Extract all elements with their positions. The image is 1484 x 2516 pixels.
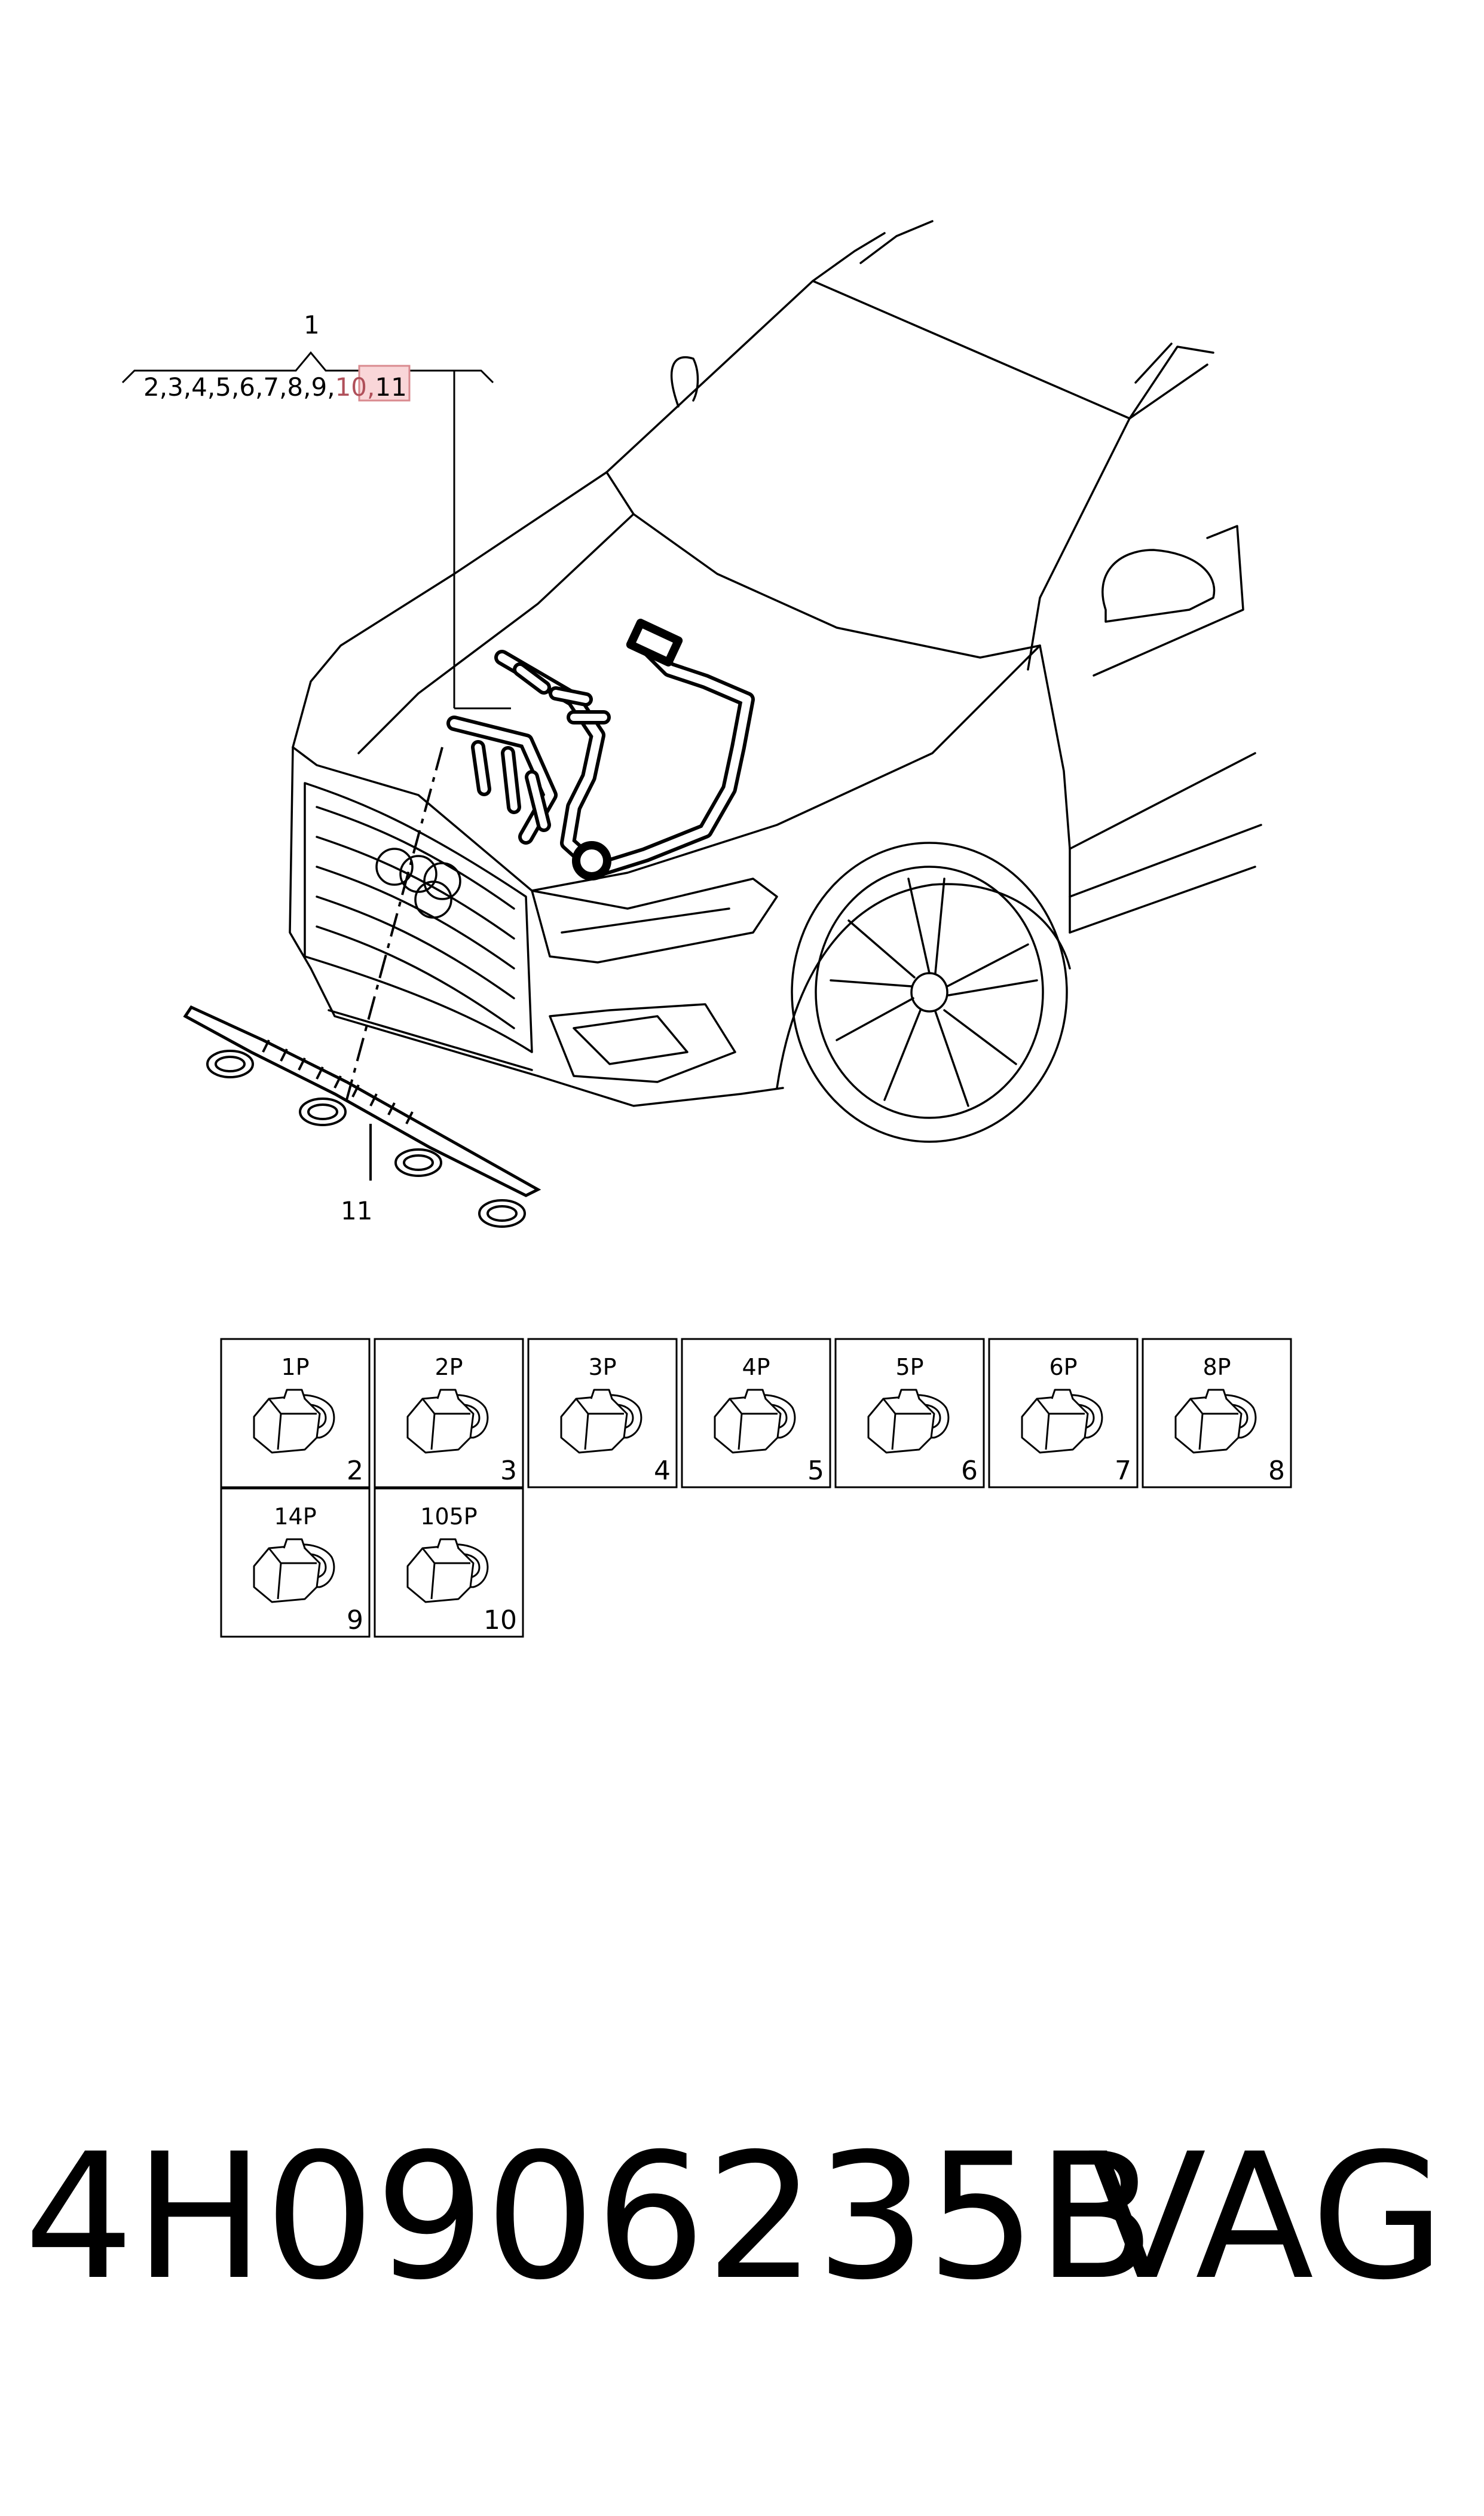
connector-part-number: 7 — [1115, 1456, 1131, 1486]
connector-part-number: 9 — [347, 1605, 363, 1635]
callout-bracket — [121, 351, 511, 710]
connector-cell: 14P 9 — [220, 1487, 371, 1638]
connector-part-number: 5 — [807, 1456, 824, 1486]
connector-pin-label: 6P — [1049, 1354, 1077, 1380]
connector-pin-label: 14P — [274, 1503, 316, 1530]
connector-cell: 8P 8 — [1142, 1338, 1292, 1488]
connector-part-number: 2 — [347, 1456, 363, 1486]
connector-plug-icon — [867, 1389, 950, 1454]
connector-grid: 1P 2 2P 3 3P 4 — [220, 1338, 1292, 1638]
connector-plug-icon — [714, 1389, 796, 1454]
connector-part-number: 10 — [484, 1605, 517, 1635]
connector-pin-label: 105P — [420, 1503, 477, 1530]
callout-members-post: 11 — [375, 372, 406, 402]
callout-members: 2,3,4,5,6,7,8,9,10,11 — [143, 372, 407, 402]
connector-pin-label: 5P — [895, 1354, 923, 1380]
connector-pin-label: 8P — [1203, 1354, 1231, 1380]
connector-cell: 2P 3 — [374, 1338, 524, 1488]
connector-part-number: 6 — [961, 1456, 978, 1486]
connector-plug-icon — [406, 1389, 489, 1454]
car-drawing — [289, 220, 1262, 1143]
callout-highlight — [358, 365, 411, 402]
bumper-wiring-harness — [183, 747, 541, 1228]
callout-members-highlight: 10, — [335, 372, 375, 402]
connector-cell: 6P 7 — [988, 1338, 1139, 1488]
connector-cell: 105P 10 — [374, 1487, 524, 1638]
connector-plug-icon — [253, 1389, 335, 1454]
connector-part-number: 8 — [1268, 1456, 1285, 1486]
connector-plug-icon — [1174, 1389, 1257, 1454]
connector-cell: 3P 4 — [527, 1338, 678, 1488]
connector-pin-label: 1P — [281, 1354, 309, 1380]
connector-pin-label: 2P — [435, 1354, 463, 1380]
connector-cell: 5P 6 — [834, 1338, 985, 1488]
brand-name: VAG — [1088, 2117, 1445, 2318]
connector-plug-icon — [560, 1389, 642, 1454]
harness-bottom-label: 11 — [341, 1196, 372, 1225]
connector-plug-icon — [253, 1538, 335, 1603]
connector-cell: 1P 2 — [220, 1338, 371, 1488]
connector-pin-label: 3P — [588, 1354, 616, 1380]
callout-members-pre: 2,3,4,5,6,7,8,9, — [143, 372, 335, 402]
part-number: 4H0906235B — [24, 2117, 1156, 2318]
connector-part-number: 4 — [654, 1456, 671, 1486]
connector-plug-icon — [1021, 1389, 1103, 1454]
connector-cell: 4P 5 — [681, 1338, 831, 1488]
connector-part-number: 3 — [500, 1456, 517, 1486]
connector-plug-icon — [406, 1538, 489, 1603]
callout-group-number: 1 — [304, 310, 320, 340]
connector-pin-label: 4P — [742, 1354, 770, 1380]
engine-wiring-harness — [446, 619, 755, 881]
